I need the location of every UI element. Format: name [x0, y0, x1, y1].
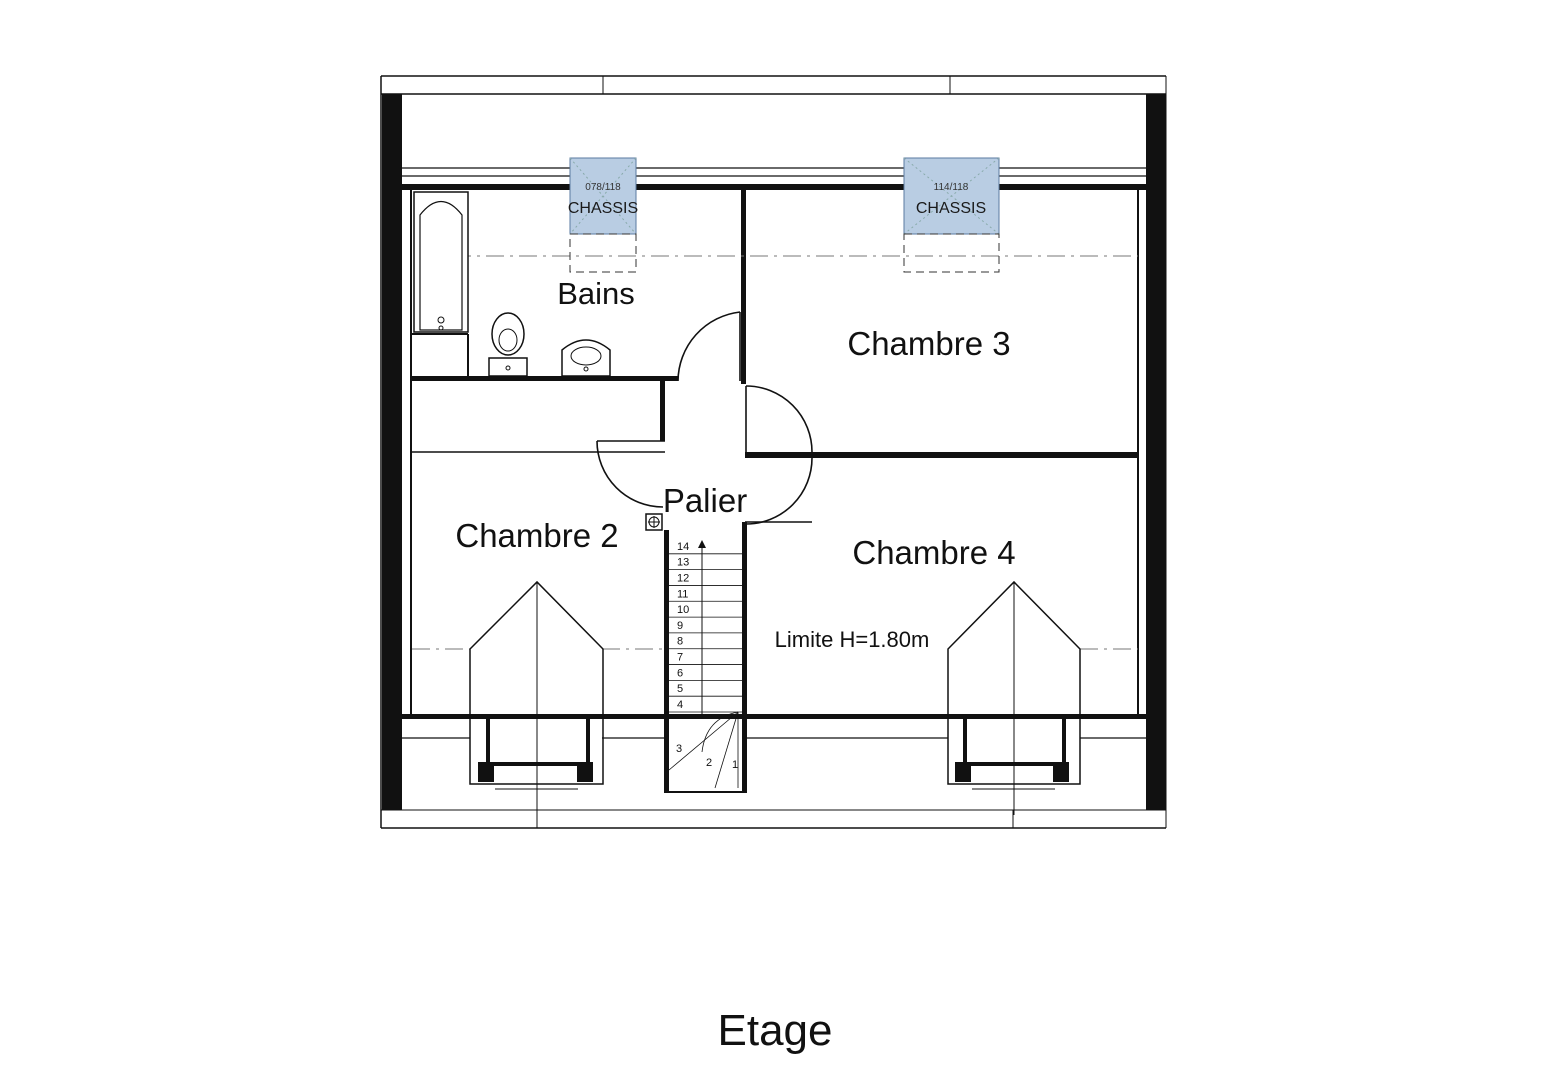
interior-walls: [410, 190, 1139, 793]
stair-step-number: 11: [677, 588, 688, 600]
stair-walk-line: [701, 711, 739, 753]
toilet-icon: [488, 312, 528, 377]
sink-icon: [561, 339, 611, 377]
stair-step-number: 8: [677, 636, 683, 648]
stair-step-number: 4: [677, 699, 683, 711]
skylight-1: 078/118 CHASSIS: [568, 157, 638, 273]
dormer-left: [469, 580, 604, 815]
stair-step-number: 14: [677, 541, 689, 553]
stair-step-number: 1: [732, 759, 738, 771]
stair-winder: [668, 711, 739, 771]
room-label-palier: Palier: [663, 482, 747, 519]
skylight-2: 114/118 CHASSIS: [903, 157, 1000, 273]
room-label-chambre-4: Chambre 4: [852, 534, 1015, 571]
stair-step-number: 10: [677, 604, 689, 616]
floor-title: Etage: [717, 1006, 833, 1055]
height-limit-lines: [412, 255, 1138, 650]
doors: [596, 311, 813, 525]
room-label-chambre-2: Chambre 2: [455, 517, 618, 554]
stair-step-number: 6: [677, 667, 683, 679]
room-label-chambre-3: Chambre 3: [847, 325, 1010, 362]
dormer-right: [947, 580, 1081, 815]
stair-step-number: 13: [677, 557, 689, 569]
left-gable-wall: [382, 94, 402, 810]
right-gable-wall: [1146, 94, 1166, 810]
top-knee-wall: [402, 167, 1146, 190]
stair-step-number: 12: [677, 572, 689, 584]
stair-step-number: 7: [677, 652, 683, 664]
stair-step-number: 2: [706, 757, 712, 769]
height-limit-label: Limite H=1.80m: [775, 627, 930, 652]
room-label-bains: Bains: [557, 276, 635, 311]
stair-step-number: 9: [677, 620, 683, 632]
bathtub-icon: [413, 191, 469, 333]
staircase: 4 5 6 7 8 9 10 11 12 13 14 3 2 1: [668, 540, 742, 789]
stair-step-number: 5: [677, 683, 683, 695]
skylight-1-label: CHASSIS: [568, 200, 638, 217]
stair-winder: [714, 711, 739, 789]
stair-step-number: 3: [676, 743, 682, 755]
bottom-knee-wall: [402, 714, 1146, 739]
skylight-1-code: 078/118: [585, 182, 621, 193]
skylight-2-label: CHASSIS: [916, 200, 986, 217]
vent-icon: [645, 513, 663, 531]
skylight-2-code: 114/118: [934, 182, 969, 193]
